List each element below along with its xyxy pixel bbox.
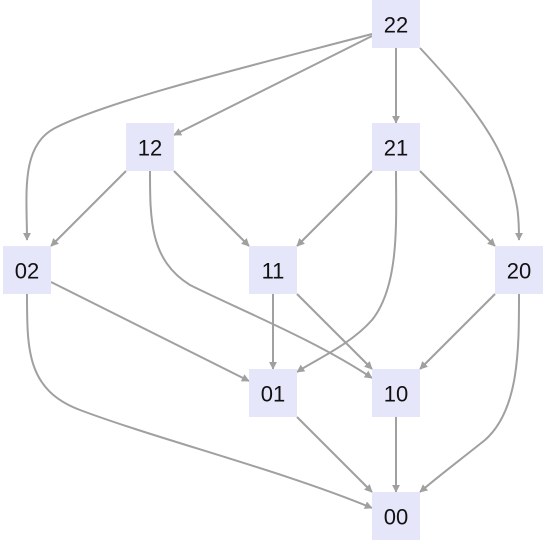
node-11-box — [249, 246, 297, 294]
nodes-layer: 22 12 21 02 11 20 01 10 00 — [3, 0, 543, 540]
node-10-label: 10 — [384, 382, 408, 407]
edge-01-to-00 — [296, 416, 373, 493]
node-21-label: 21 — [384, 136, 408, 161]
node-20-box — [495, 246, 543, 294]
node-20-label: 20 — [507, 259, 531, 284]
node-02-box — [3, 246, 51, 294]
node-22: 22 — [372, 0, 420, 48]
node-01-label: 01 — [261, 382, 285, 407]
node-22-box — [372, 0, 420, 48]
edge-22-to-12 — [173, 35, 373, 136]
edge-20-to-00 — [419, 293, 520, 493]
node-22-label: 22 — [384, 13, 408, 38]
node-20: 20 — [495, 246, 543, 294]
node-02-label: 02 — [15, 259, 39, 284]
node-01-box — [249, 369, 297, 417]
edge-21-to-01 — [296, 170, 398, 373]
node-10: 10 — [372, 369, 420, 417]
node-21-box — [372, 123, 420, 171]
node-12-box — [126, 123, 174, 171]
node-00-box — [372, 492, 420, 540]
node-12-label: 12 — [138, 136, 162, 161]
node-02: 02 — [3, 246, 51, 294]
node-01: 01 — [249, 369, 297, 417]
node-11-label: 11 — [262, 259, 285, 284]
edge-11-to-10 — [296, 293, 373, 370]
edge-21-to-11 — [296, 170, 373, 247]
edge-12-to-10 — [149, 170, 373, 379]
edge-02-to-01 — [50, 281, 250, 382]
node-21: 21 — [372, 123, 420, 171]
edge-22-to-02 — [22, 33, 373, 241]
edge-12-to-11 — [173, 170, 250, 247]
edges-layer — [22, 33, 523, 509]
edge-02-to-00 — [26, 293, 373, 509]
node-11: 11 — [249, 246, 297, 294]
node-00: 00 — [372, 492, 420, 540]
edge-21-to-20 — [419, 170, 496, 247]
edge-12-to-02 — [50, 170, 127, 247]
edge-22-to-20 — [419, 47, 523, 241]
node-00-label: 00 — [384, 505, 408, 530]
node-12: 12 — [126, 123, 174, 171]
node-10-box — [372, 369, 420, 417]
edge-20-to-10 — [419, 293, 496, 370]
